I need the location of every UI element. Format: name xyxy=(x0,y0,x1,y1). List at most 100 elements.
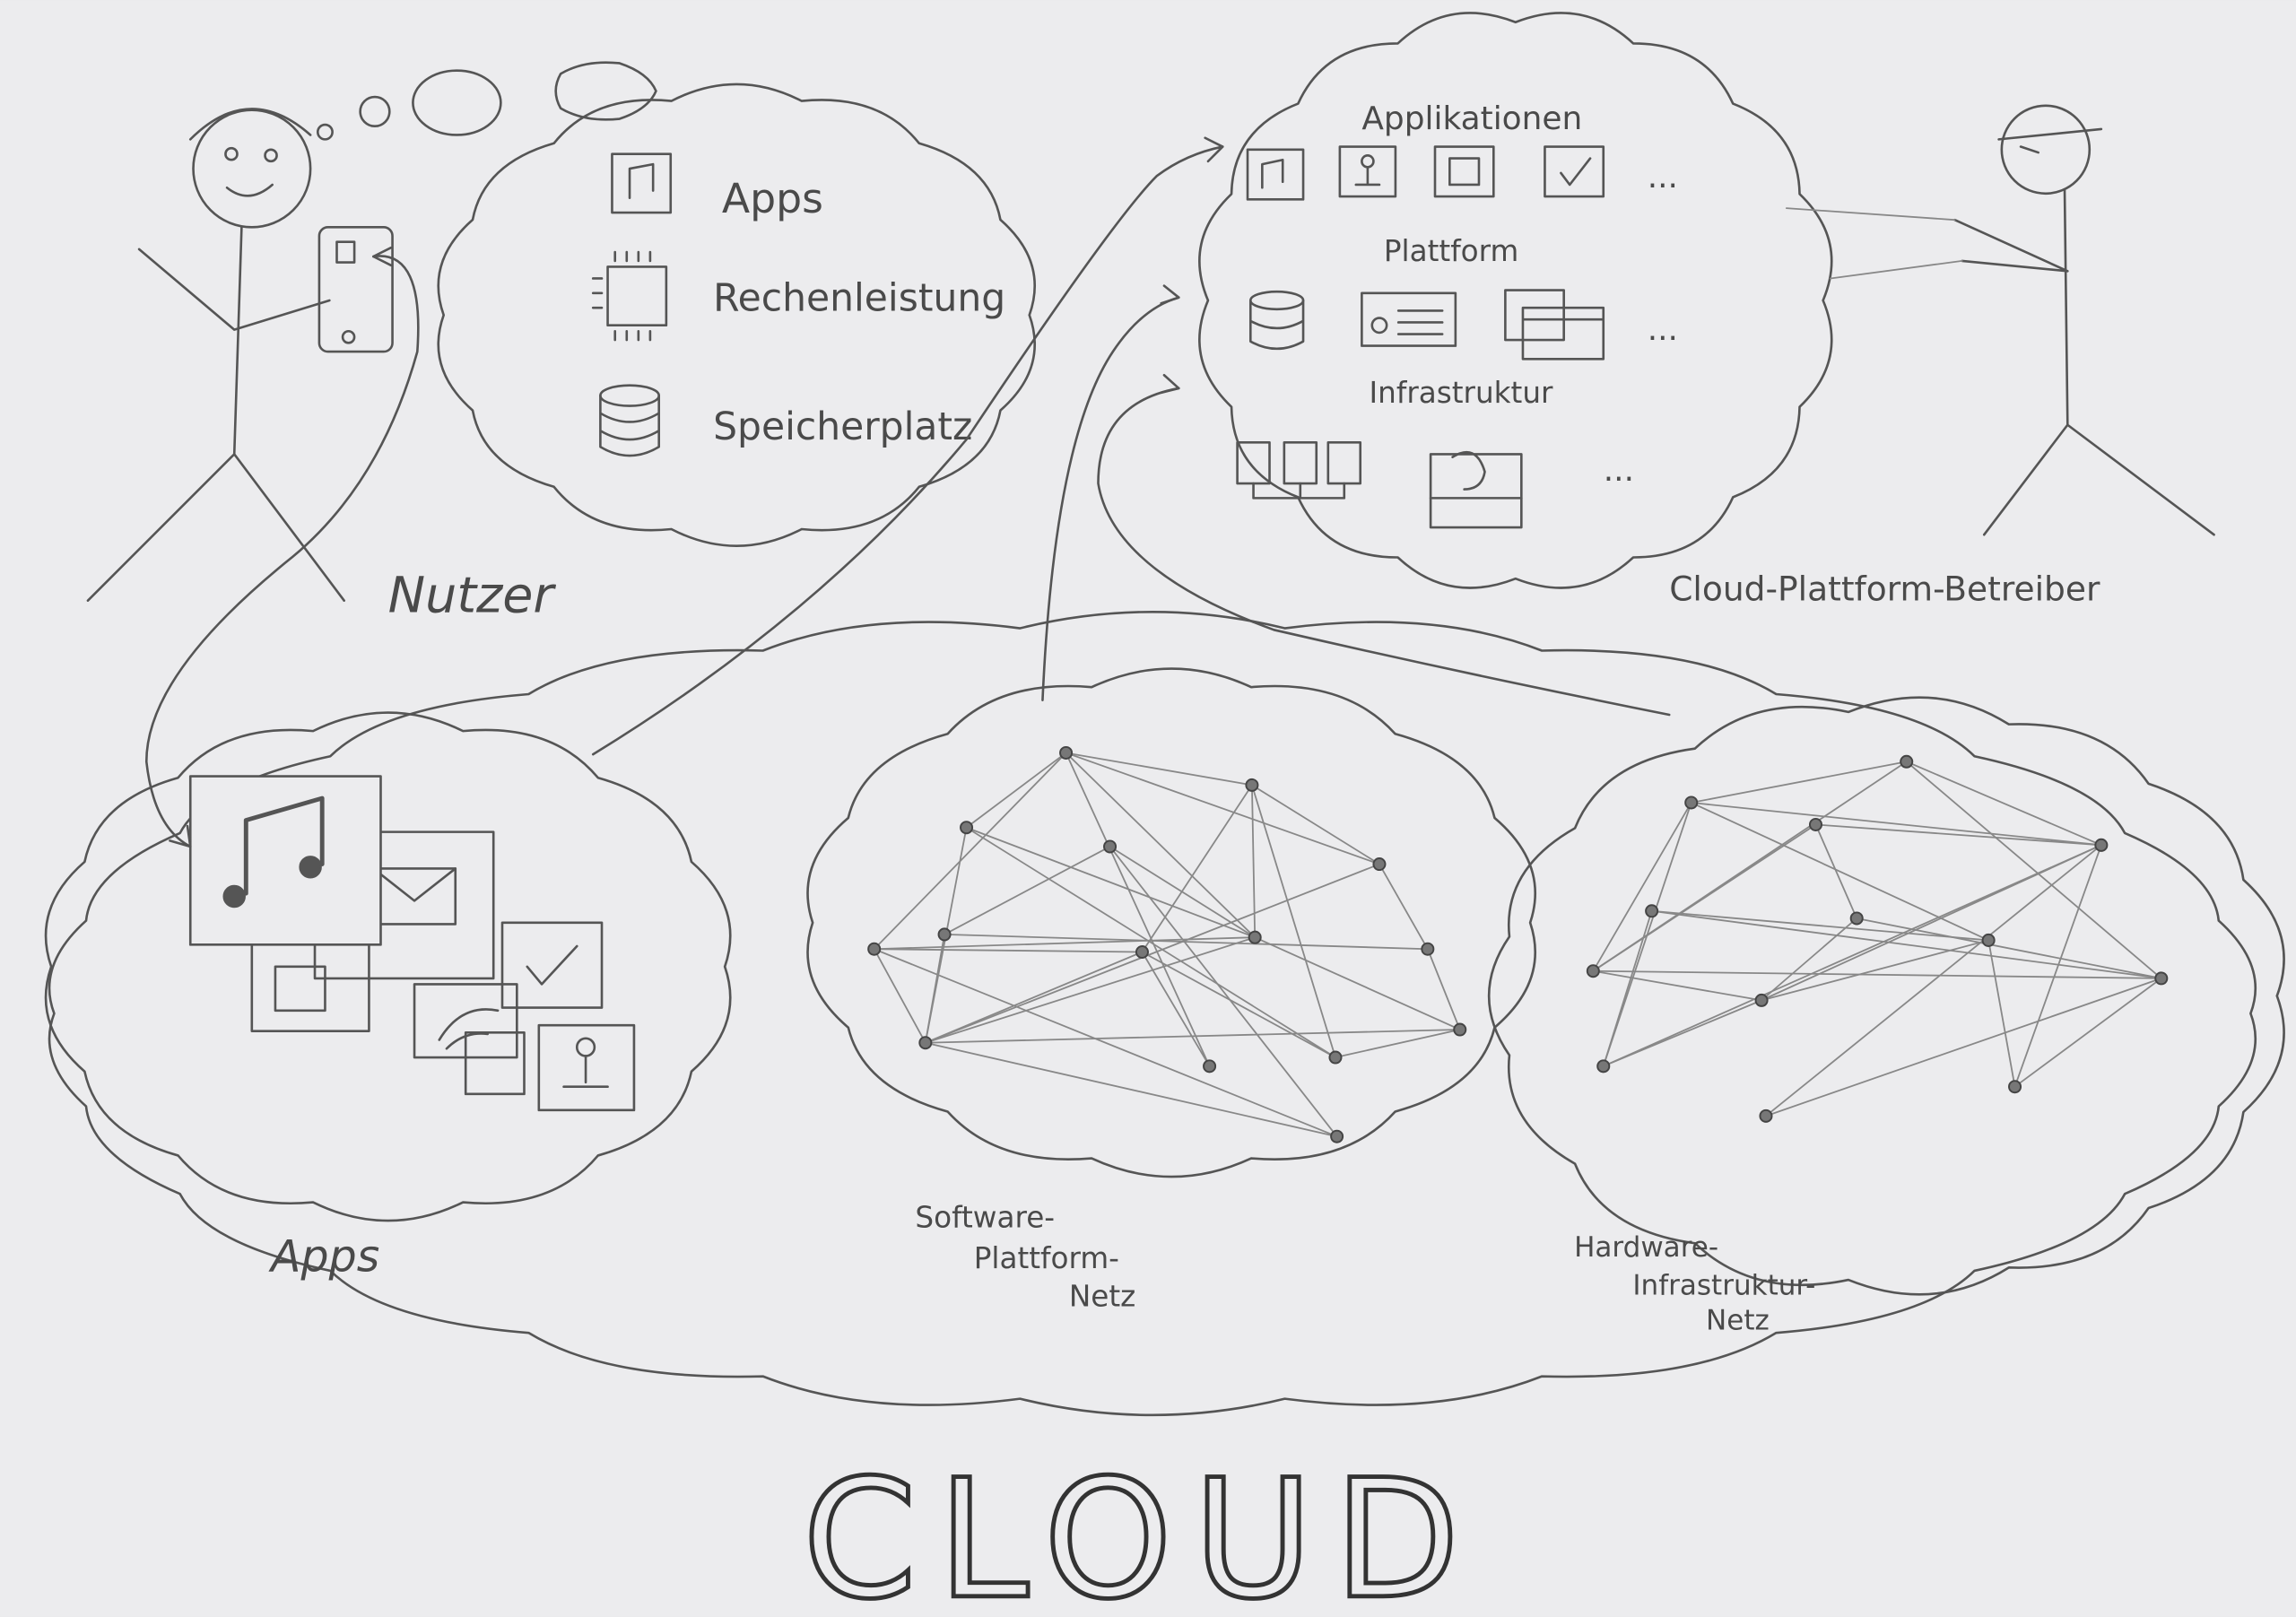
network-edge xyxy=(1593,969,2161,979)
user-label: Nutzer xyxy=(388,567,557,625)
network-edge xyxy=(1141,952,1211,1067)
network-node xyxy=(1103,839,1118,854)
network-node xyxy=(1849,911,1864,926)
network-edge xyxy=(1592,823,1816,972)
network-edge xyxy=(874,948,1143,953)
application-icons xyxy=(1246,145,1605,201)
user-resources-cloud xyxy=(437,83,1036,547)
hardware-label-line-2: Infrastruktur- xyxy=(1632,1270,1815,1302)
network-edge xyxy=(1603,999,1762,1067)
network-edge xyxy=(1691,802,1989,942)
network-node xyxy=(1596,1059,1611,1074)
network-edge xyxy=(925,936,1256,1044)
hardware-infrastructure-network-cloud xyxy=(1487,696,2285,1296)
thought-bubble-cloud xyxy=(554,61,657,121)
network-node xyxy=(2154,971,2169,986)
network-node xyxy=(1135,944,1149,960)
network-edge xyxy=(966,826,1256,939)
network-edge xyxy=(1603,844,2102,1067)
network-node xyxy=(867,942,882,956)
cpu-chip-icon xyxy=(606,265,668,327)
network-edge xyxy=(1254,936,1461,1030)
database-icon xyxy=(1248,290,1305,351)
network-edge xyxy=(1378,864,1429,950)
network-edge xyxy=(1761,917,1857,1002)
network-edge xyxy=(1141,784,1253,952)
network-edge xyxy=(1765,978,2162,1117)
music-app-icon xyxy=(188,775,382,946)
window-app-icon xyxy=(1433,145,1495,198)
network-edge xyxy=(873,948,926,1044)
network-edge xyxy=(944,846,1110,935)
network-edge xyxy=(1987,940,2016,1087)
hardware-label-line-1: Hardware- xyxy=(1574,1231,1718,1264)
network-edge xyxy=(924,934,945,1043)
network-node xyxy=(1684,795,1699,810)
server-rack-icon xyxy=(1236,441,1362,500)
applications-label: Applikationen xyxy=(1361,100,1582,137)
network-edge xyxy=(1906,761,2102,847)
network-node xyxy=(1645,904,1659,918)
operator-stick-figure xyxy=(1785,104,2215,536)
connection-arrows xyxy=(144,136,1671,848)
networks xyxy=(867,745,2169,1143)
software-label-line-2: Plattform- xyxy=(974,1241,1119,1275)
network-edge xyxy=(1065,752,1211,1067)
operator-label: Cloud-Plattform-Betreiber xyxy=(1669,569,2100,609)
network-edge xyxy=(874,936,1256,951)
network-edge xyxy=(2013,978,2162,1088)
cloud-shapes xyxy=(44,12,2285,1417)
user-cloud-items xyxy=(591,152,673,457)
network-edge xyxy=(966,826,1336,1058)
network-node xyxy=(1248,930,1262,944)
network-edge xyxy=(1335,1029,1460,1058)
network-node xyxy=(918,1036,933,1050)
music-app-icon xyxy=(1246,148,1305,201)
network-edge xyxy=(874,948,1337,1138)
network-edge xyxy=(925,1041,1337,1138)
user-cloud-storage-label: Speicherplatz xyxy=(713,405,972,449)
music-app-icon xyxy=(611,152,673,214)
network-edge xyxy=(966,752,1067,829)
profile-card-icon xyxy=(1361,291,1457,347)
network-edge xyxy=(1691,761,1907,804)
network-node xyxy=(1453,1022,1467,1037)
network-node xyxy=(1245,778,1259,792)
user-cloud-apps-label: Apps xyxy=(722,175,823,222)
network-edge xyxy=(2013,845,2102,1088)
user-cloud-compute-label: Rechenleistung xyxy=(713,276,1005,320)
network-edge xyxy=(1906,761,2162,979)
infrastructure-label: Infrastruktur xyxy=(1370,376,1554,410)
network-edge xyxy=(1651,909,2161,979)
network-node xyxy=(1330,1129,1344,1143)
network-edge xyxy=(1691,802,2101,847)
platform-layers-cloud xyxy=(1198,12,1833,589)
network-node xyxy=(1808,817,1823,831)
network-node xyxy=(937,927,952,942)
network-edge xyxy=(1592,802,1692,972)
network-edge xyxy=(925,863,1380,1044)
network-node xyxy=(1059,745,1074,760)
network-node xyxy=(960,821,974,835)
platform-icons xyxy=(1248,289,1605,361)
network-edge xyxy=(1251,785,1336,1058)
network-node xyxy=(1372,857,1387,872)
network-node xyxy=(1586,964,1600,978)
network-node xyxy=(1203,1059,1217,1074)
network-node xyxy=(1759,1108,1773,1123)
person-app-icon xyxy=(1338,145,1397,198)
apps-cloud xyxy=(44,711,732,1222)
folder-icon xyxy=(1504,289,1565,342)
smartphone-icon xyxy=(317,226,394,353)
network-edge xyxy=(1651,909,1989,942)
network-edge xyxy=(1142,951,1336,1058)
infrastructure-icons xyxy=(1236,441,1523,529)
app-icon-stack xyxy=(188,775,636,1112)
network-edge xyxy=(944,934,1428,951)
network-edge xyxy=(925,1029,1460,1044)
network-edge xyxy=(1427,948,1461,1030)
arrow-hardware-to-infrastructure xyxy=(1097,387,1671,717)
arrow-apps-to-applications xyxy=(591,145,1224,756)
